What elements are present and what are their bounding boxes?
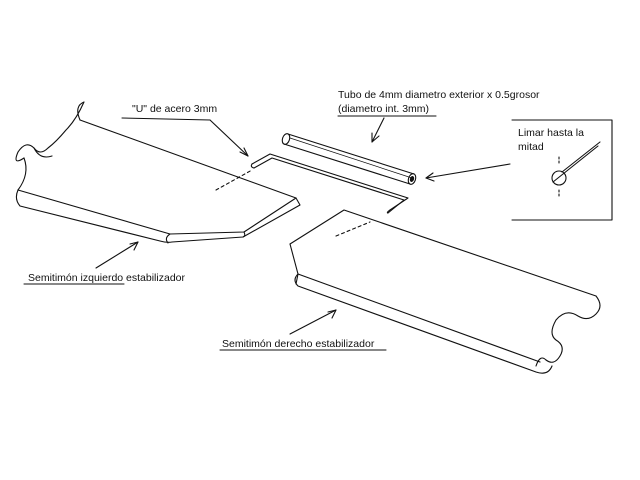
left-half-label: Semitimón izquierdo estabilizador <box>28 272 185 284</box>
right-half-label: Semitimón derecho estabilizador <box>222 338 375 350</box>
callout-detail <box>425 163 511 182</box>
file-half-label-line2: mitad <box>518 141 544 153</box>
tube <box>281 133 417 185</box>
left-stabilizer-half <box>15 101 301 244</box>
callout-tube <box>337 115 437 143</box>
file-half-label: Limar hasta la mitad <box>518 126 584 154</box>
u-steel-label: "U" de acero 3mm <box>132 103 218 115</box>
file-half-label-line1: Limar hasta la <box>518 127 584 139</box>
tube-label-line2: (diametro int. 3mm) <box>338 103 430 115</box>
callout-u-steel <box>121 117 249 157</box>
tube-label: Tubo de 4mm diametro exterior x 0.5groso… <box>338 88 540 116</box>
right-stabilizer-half <box>289 209 601 374</box>
u-steel-rod <box>250 153 409 214</box>
detail-box <box>511 119 613 221</box>
callout-right-half <box>219 309 387 351</box>
callout-left-half <box>23 241 139 285</box>
tube-label-line1: Tubo de 4mm diametro exterior x 0.5groso… <box>338 89 540 101</box>
